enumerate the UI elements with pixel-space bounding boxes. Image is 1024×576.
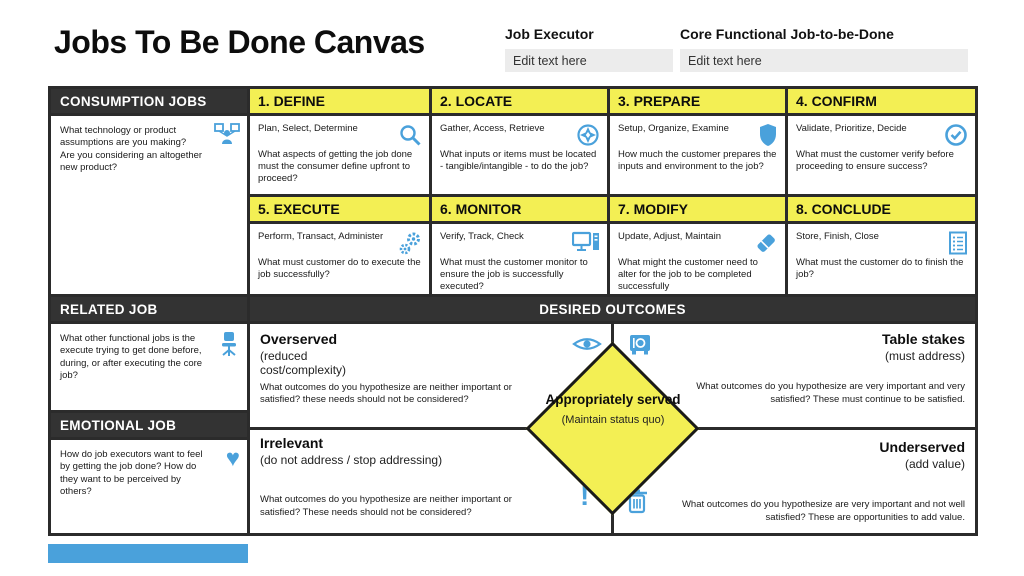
step-verbs: Plan, Select, Determine [258, 123, 358, 134]
heart-icon: ♥ [225, 445, 240, 472]
eye-icon [572, 334, 602, 359]
step-verbs: Perform, Transact, Administer [258, 231, 384, 242]
step-header-monitor: 6. MONITOR [432, 197, 607, 221]
step-verbs: Setup, Organize, Examine [618, 123, 729, 134]
shield-icon [758, 123, 778, 152]
safe-icon [628, 333, 652, 361]
quadrant-subtitle: (must address) [884, 349, 965, 364]
step-verbs: Update, Adjust, Maintain [618, 231, 721, 242]
step-verbs: Store, Finish, Close [796, 231, 879, 242]
step-header-modify: 7. MODIFY [610, 197, 785, 221]
step-header-locate: 2. LOCATE [432, 89, 607, 113]
quadrant-overserved: Overserved (reduced cost/complexity) Wha… [260, 331, 540, 407]
step-body-modify: Update, Adjust, Maintain What might the … [610, 224, 785, 294]
step-body-prepare: Setup, Organize, Examine How much the cu… [610, 116, 785, 194]
step-verbs: Validate, Prioritize, Decide [796, 123, 907, 134]
consumption-jobs-body: What technology or product assumptions a… [51, 116, 247, 294]
quadrant-question: What outcomes do you hypothesize are ver… [681, 499, 965, 523]
step-body-execute: Perform, Transact, Administer What must … [250, 224, 429, 294]
step-question: What must the customer do to finish the … [796, 256, 964, 280]
step-header-define: 1. DEFINE [250, 89, 429, 113]
quadrant-subtitle: (do not address / stop addressing) [260, 453, 443, 468]
office-chair-icon [218, 331, 240, 362]
quadrant-question: What outcomes do you hypothesize are ver… [696, 381, 965, 405]
quadrant-question: What outcomes do you hypothesize are nei… [260, 381, 512, 406]
step-question: What must customer do to execute the job… [258, 256, 421, 280]
consumption-jobs-text: What technology or product assumptions a… [60, 125, 203, 174]
emotional-job-header: EMOTIONAL JOB [51, 413, 247, 437]
step-body-locate: Gather, Access, Retrieve What inputs or … [432, 116, 607, 194]
appropriately-served-text: Appropriately served (Maintain status qu… [532, 392, 694, 426]
job-executor-label: Job Executor [505, 26, 594, 42]
quadrant-subtitle: (reduced cost/complexity) [260, 349, 347, 378]
check-circle-icon [944, 123, 968, 152]
quadrant-title: Underserved [879, 439, 965, 455]
search-icon [398, 123, 422, 152]
core-job-input[interactable] [680, 49, 968, 72]
quadrant-underserved: Underserved (add value) What outcomes do… [665, 439, 965, 524]
quadrant-title: Table stakes [881, 331, 965, 347]
page-title: Jobs To Be Done Canvas [54, 24, 425, 60]
step-question: What inputs or items must be located - t… [440, 148, 597, 172]
step-question: How much the customer prepares the input… [618, 148, 777, 172]
eraser-icon [754, 231, 778, 260]
step-body-conclude: Store, Finish, Close What must the custo… [788, 224, 975, 294]
step-body-confirm: Validate, Prioritize, Decide What must t… [788, 116, 975, 194]
job-executor-input[interactable] [505, 49, 673, 72]
step-question: What aspects of getting the job done mus… [258, 148, 413, 184]
step-body-define: Plan, Select, Determine What aspects of … [250, 116, 429, 194]
emotional-job-text: How do job executors want to feel by get… [60, 449, 203, 498]
diamond-subtitle: (Maintain status quo) [561, 413, 665, 426]
step-question: What might the customer need to alter fo… [618, 256, 758, 292]
step-verbs: Verify, Track, Check [440, 231, 524, 242]
step-body-monitor: Verify, Track, Check What must the custo… [432, 224, 607, 294]
diamond-title: Appropriately served [545, 392, 681, 407]
quadrant-title: Overserved [260, 331, 338, 347]
step-header-execute: 5. EXECUTE [250, 197, 429, 221]
core-job-field-group: Core Functional Job-to-be-Done [680, 26, 968, 72]
desired-outcomes-header: DESIRED OUTCOMES [250, 297, 975, 321]
org-group-icon [214, 123, 240, 150]
step-header-conclude: 8. CONCLUDE [788, 197, 975, 221]
quadrant-table-stakes: Table stakes (must address) What outcome… [670, 331, 965, 406]
step-question: What must the customer verify before pro… [796, 148, 954, 172]
job-executor-field-group: Job Executor [505, 26, 673, 72]
quadrant-subtitle: (add value) [904, 457, 965, 472]
quadrant-question: What outcomes do you hypothesize are nei… [260, 494, 512, 518]
related-job-header: RELATED JOB [51, 297, 247, 321]
core-job-label: Core Functional Job-to-be-Done [680, 26, 894, 42]
gears-icon [398, 231, 422, 262]
exclamation-icon: ! [580, 480, 590, 511]
quadrant-irrelevant: Irrelevant (do not address / stop addres… [260, 435, 540, 519]
consumption-jobs-header: CONSUMPTION JOBS [51, 89, 247, 113]
emotional-job-body: How do job executors want to feel by get… [51, 440, 247, 533]
quadrant-title: Irrelevant [260, 435, 324, 451]
step-header-confirm: 4. CONFIRM [788, 89, 975, 113]
clipboard-icon [948, 231, 968, 260]
related-job-body: What other functional jobs is the execut… [51, 324, 247, 410]
desired-outcomes-panel: Overserved (reduced cost/complexity) Wha… [250, 324, 975, 533]
footer-accent-bar [48, 544, 248, 563]
step-verbs: Gather, Access, Retrieve [440, 123, 545, 134]
canvas-grid: CONSUMPTION JOBS 1. DEFINE 2. LOCATE 3. … [48, 86, 978, 536]
related-job-text: What other functional jobs is the execut… [60, 333, 203, 382]
step-question: What must the customer monitor to ensure… [440, 256, 588, 292]
step-header-prepare: 3. PREPARE [610, 89, 785, 113]
compass-icon [576, 123, 600, 152]
monitor-icon [571, 231, 600, 258]
